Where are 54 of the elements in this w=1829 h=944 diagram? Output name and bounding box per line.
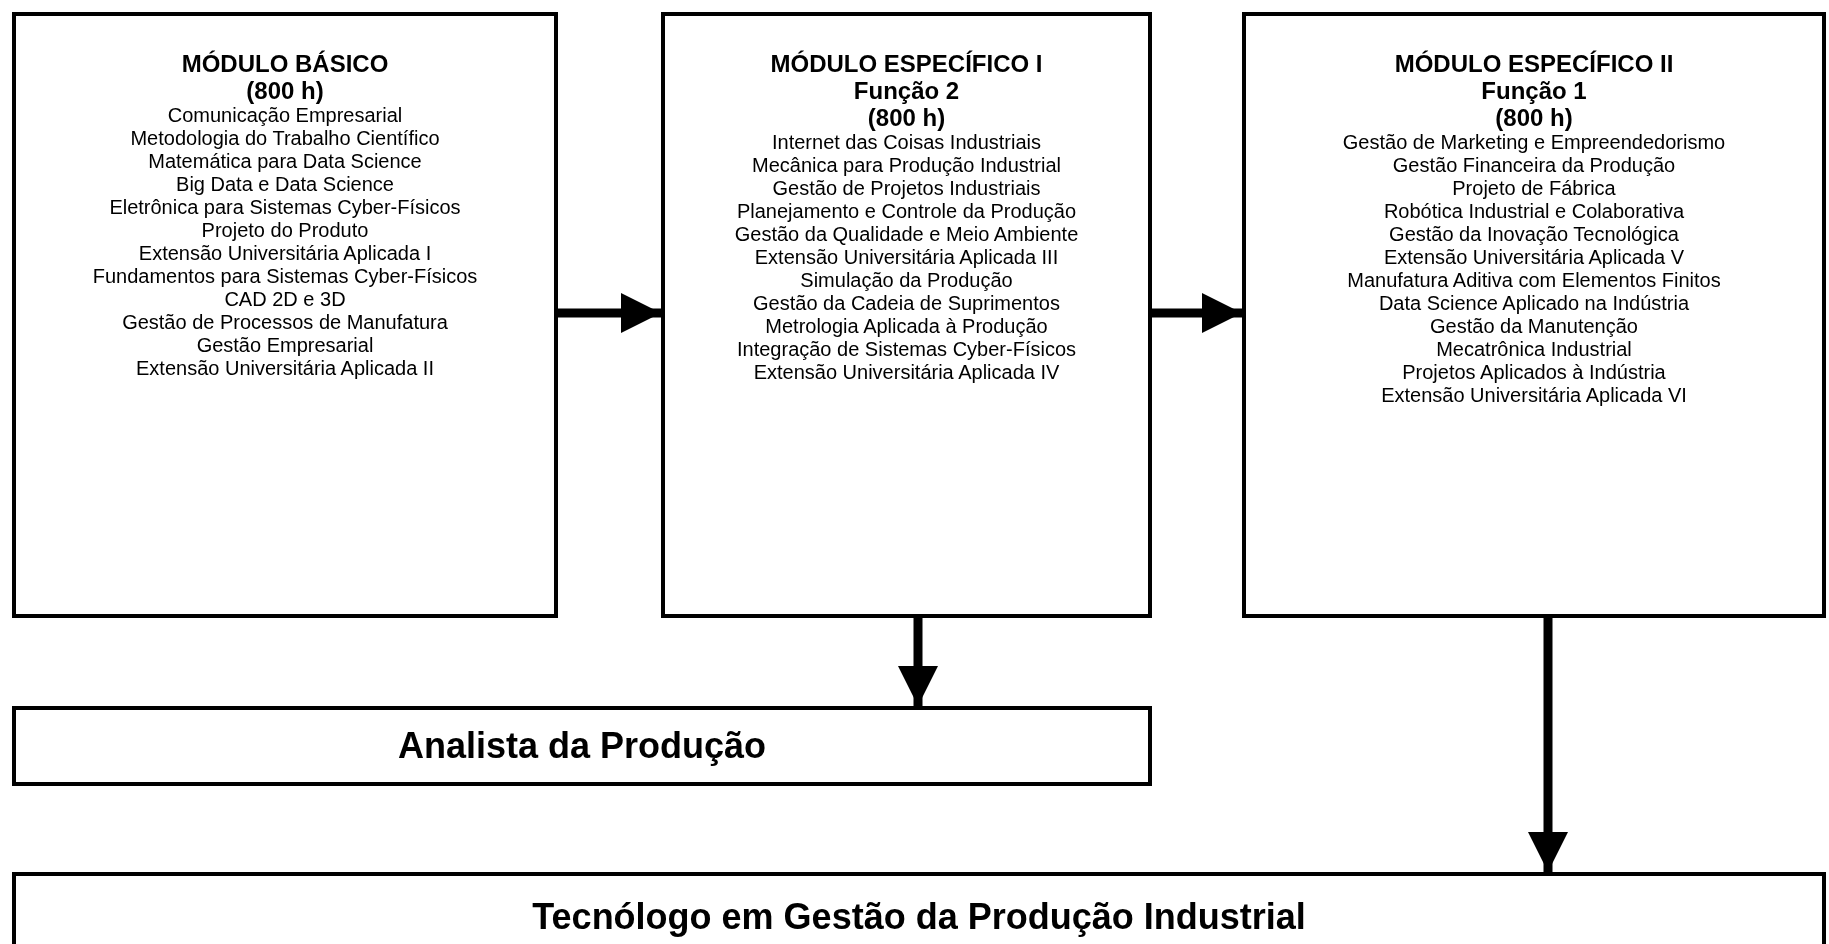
course-subject: Gestão de Projetos Industriais — [771, 177, 1042, 200]
course-subject: Eletrônica para Sistemas Cyber-Físicos — [108, 196, 462, 219]
module-heading: MÓDULO ESPECÍFICO II — [1394, 50, 1674, 77]
course-subject: Projetos Aplicados à Indústria — [1401, 361, 1667, 384]
course-subject: Simulação da Produção — [799, 269, 1014, 292]
module-box — [12, 12, 558, 618]
course-subject: Gestão da Cadeia de Suprimentos — [752, 292, 1061, 315]
course-subject: Metrologia Aplicada à Produção — [764, 315, 1049, 338]
course-subject: Gestão da Qualidade e Meio Ambiente — [733, 223, 1080, 246]
course-subject: CAD 2D e 3D — [223, 288, 347, 311]
arrow — [558, 292, 661, 334]
course-subject: Extensão Universitária Aplicada V — [1382, 246, 1686, 269]
outcome-box — [12, 706, 1152, 786]
outcome-title: Analista da Produção — [397, 726, 767, 766]
course-subject: Integração de Sistemas Cyber-Físicos — [736, 338, 1077, 361]
arrow — [897, 618, 939, 706]
module-heading: (800 h) — [246, 77, 324, 104]
course-subject: Big Data e Data Science — [175, 173, 395, 196]
course-subject: Manufatura Aditiva com Elementos Finitos — [1346, 269, 1722, 292]
module-heading: (800 h) — [867, 104, 946, 131]
course-subject: Mecatrônica Industrial — [1435, 338, 1633, 361]
course-subject: Robótica Industrial e Colaborativa — [1382, 200, 1686, 223]
module-heading: MÓDULO ESPECÍFICO I — [770, 50, 1043, 77]
course-subject: Extensão Universitária Aplicada IV — [752, 361, 1061, 384]
course-subject: Extensão Universitária Aplicada III — [753, 246, 1060, 269]
course-subject: Gestão Financeira da Produção — [1391, 154, 1677, 177]
module-heading: Função 1 — [1481, 77, 1587, 104]
module-heading: Função 2 — [853, 77, 960, 104]
course-subject: Data Science Aplicado na Indústria — [1377, 292, 1691, 315]
course-subject: Internet das Coisas Industriais — [771, 131, 1042, 154]
outcome-title: Tecnólogo em Gestão da Produção Industrial — [532, 897, 1306, 937]
course-subject: Fundamentos para Sistemas Cyber-Físicos — [91, 265, 479, 288]
course-subject: Metodologia do Trabalho Científico — [129, 127, 441, 150]
module-box — [661, 12, 1152, 618]
course-subject: Gestão de Processos de Manufatura — [121, 311, 449, 334]
module-box — [1242, 12, 1826, 618]
course-subject: Extensão Universitária Aplicada I — [137, 242, 433, 265]
module-heading: (800 h) — [1495, 104, 1573, 131]
course-subject: Extensão Universitária Aplicada VI — [1380, 384, 1688, 407]
course-subject: Planejamento e Controle da Produção — [735, 200, 1078, 223]
course-subject: Gestão Empresarial — [195, 334, 375, 357]
course-subject: Extensão Universitária Aplicada II — [135, 357, 435, 380]
outcome-box — [12, 872, 1826, 944]
course-subject: Mecânica para Produção Industrial — [750, 154, 1063, 177]
course-subject: Projeto de Fábrica — [1451, 177, 1617, 200]
course-subject: Gestão da Inovação Tecnológica — [1388, 223, 1680, 246]
arrow — [1527, 618, 1569, 872]
module-heading: MÓDULO BÁSICO — [181, 50, 389, 77]
arrow — [1152, 292, 1242, 334]
course-subject: Gestão de Marketing e Empreendedorismo — [1341, 131, 1727, 154]
course-subject: Comunicação Empresarial — [166, 104, 404, 127]
course-subject: Gestão da Manutenção — [1429, 315, 1639, 338]
course-subject: Matemática para Data Science — [147, 150, 423, 173]
course-subject: Projeto do Produto — [200, 219, 370, 242]
